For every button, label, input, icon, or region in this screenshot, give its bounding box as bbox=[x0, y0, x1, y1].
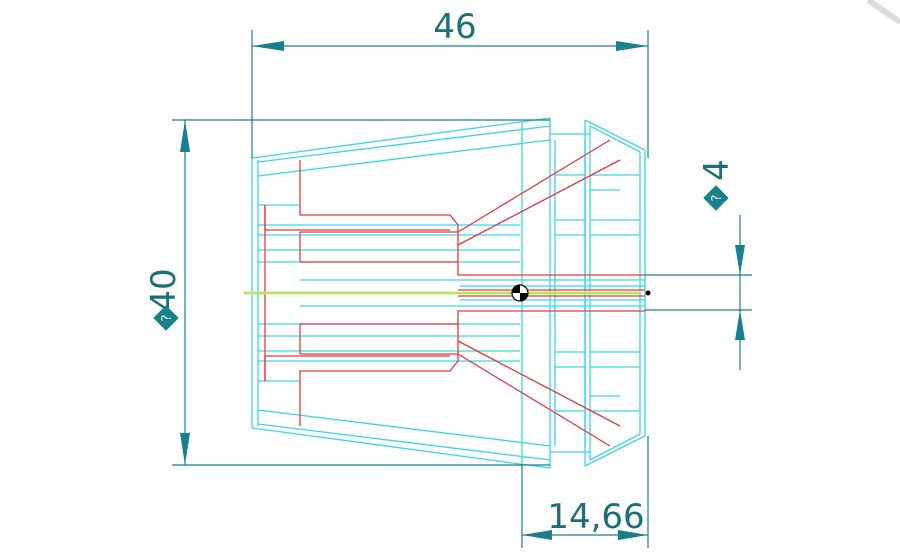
svg-text:?: ? bbox=[160, 315, 175, 322]
nose-length-label: 14,66 bbox=[547, 497, 644, 537]
dimension-lines bbox=[172, 30, 752, 548]
outer-diameter-label: 40 bbox=[144, 268, 184, 311]
bore-end-point bbox=[645, 290, 651, 296]
origin-quadrant-icon bbox=[511, 284, 529, 302]
outer-diameter-symbol: ? bbox=[153, 305, 179, 331]
bore-diameter-label: 4 bbox=[697, 159, 737, 181]
hidden-lines bbox=[264, 139, 645, 447]
dimension-arrows bbox=[180, 41, 745, 540]
overall-length-label: 46 bbox=[433, 7, 476, 47]
corner-artifact bbox=[866, 0, 900, 25]
bore-diameter-symbol: ? bbox=[703, 185, 729, 211]
svg-text:?: ? bbox=[710, 195, 725, 202]
